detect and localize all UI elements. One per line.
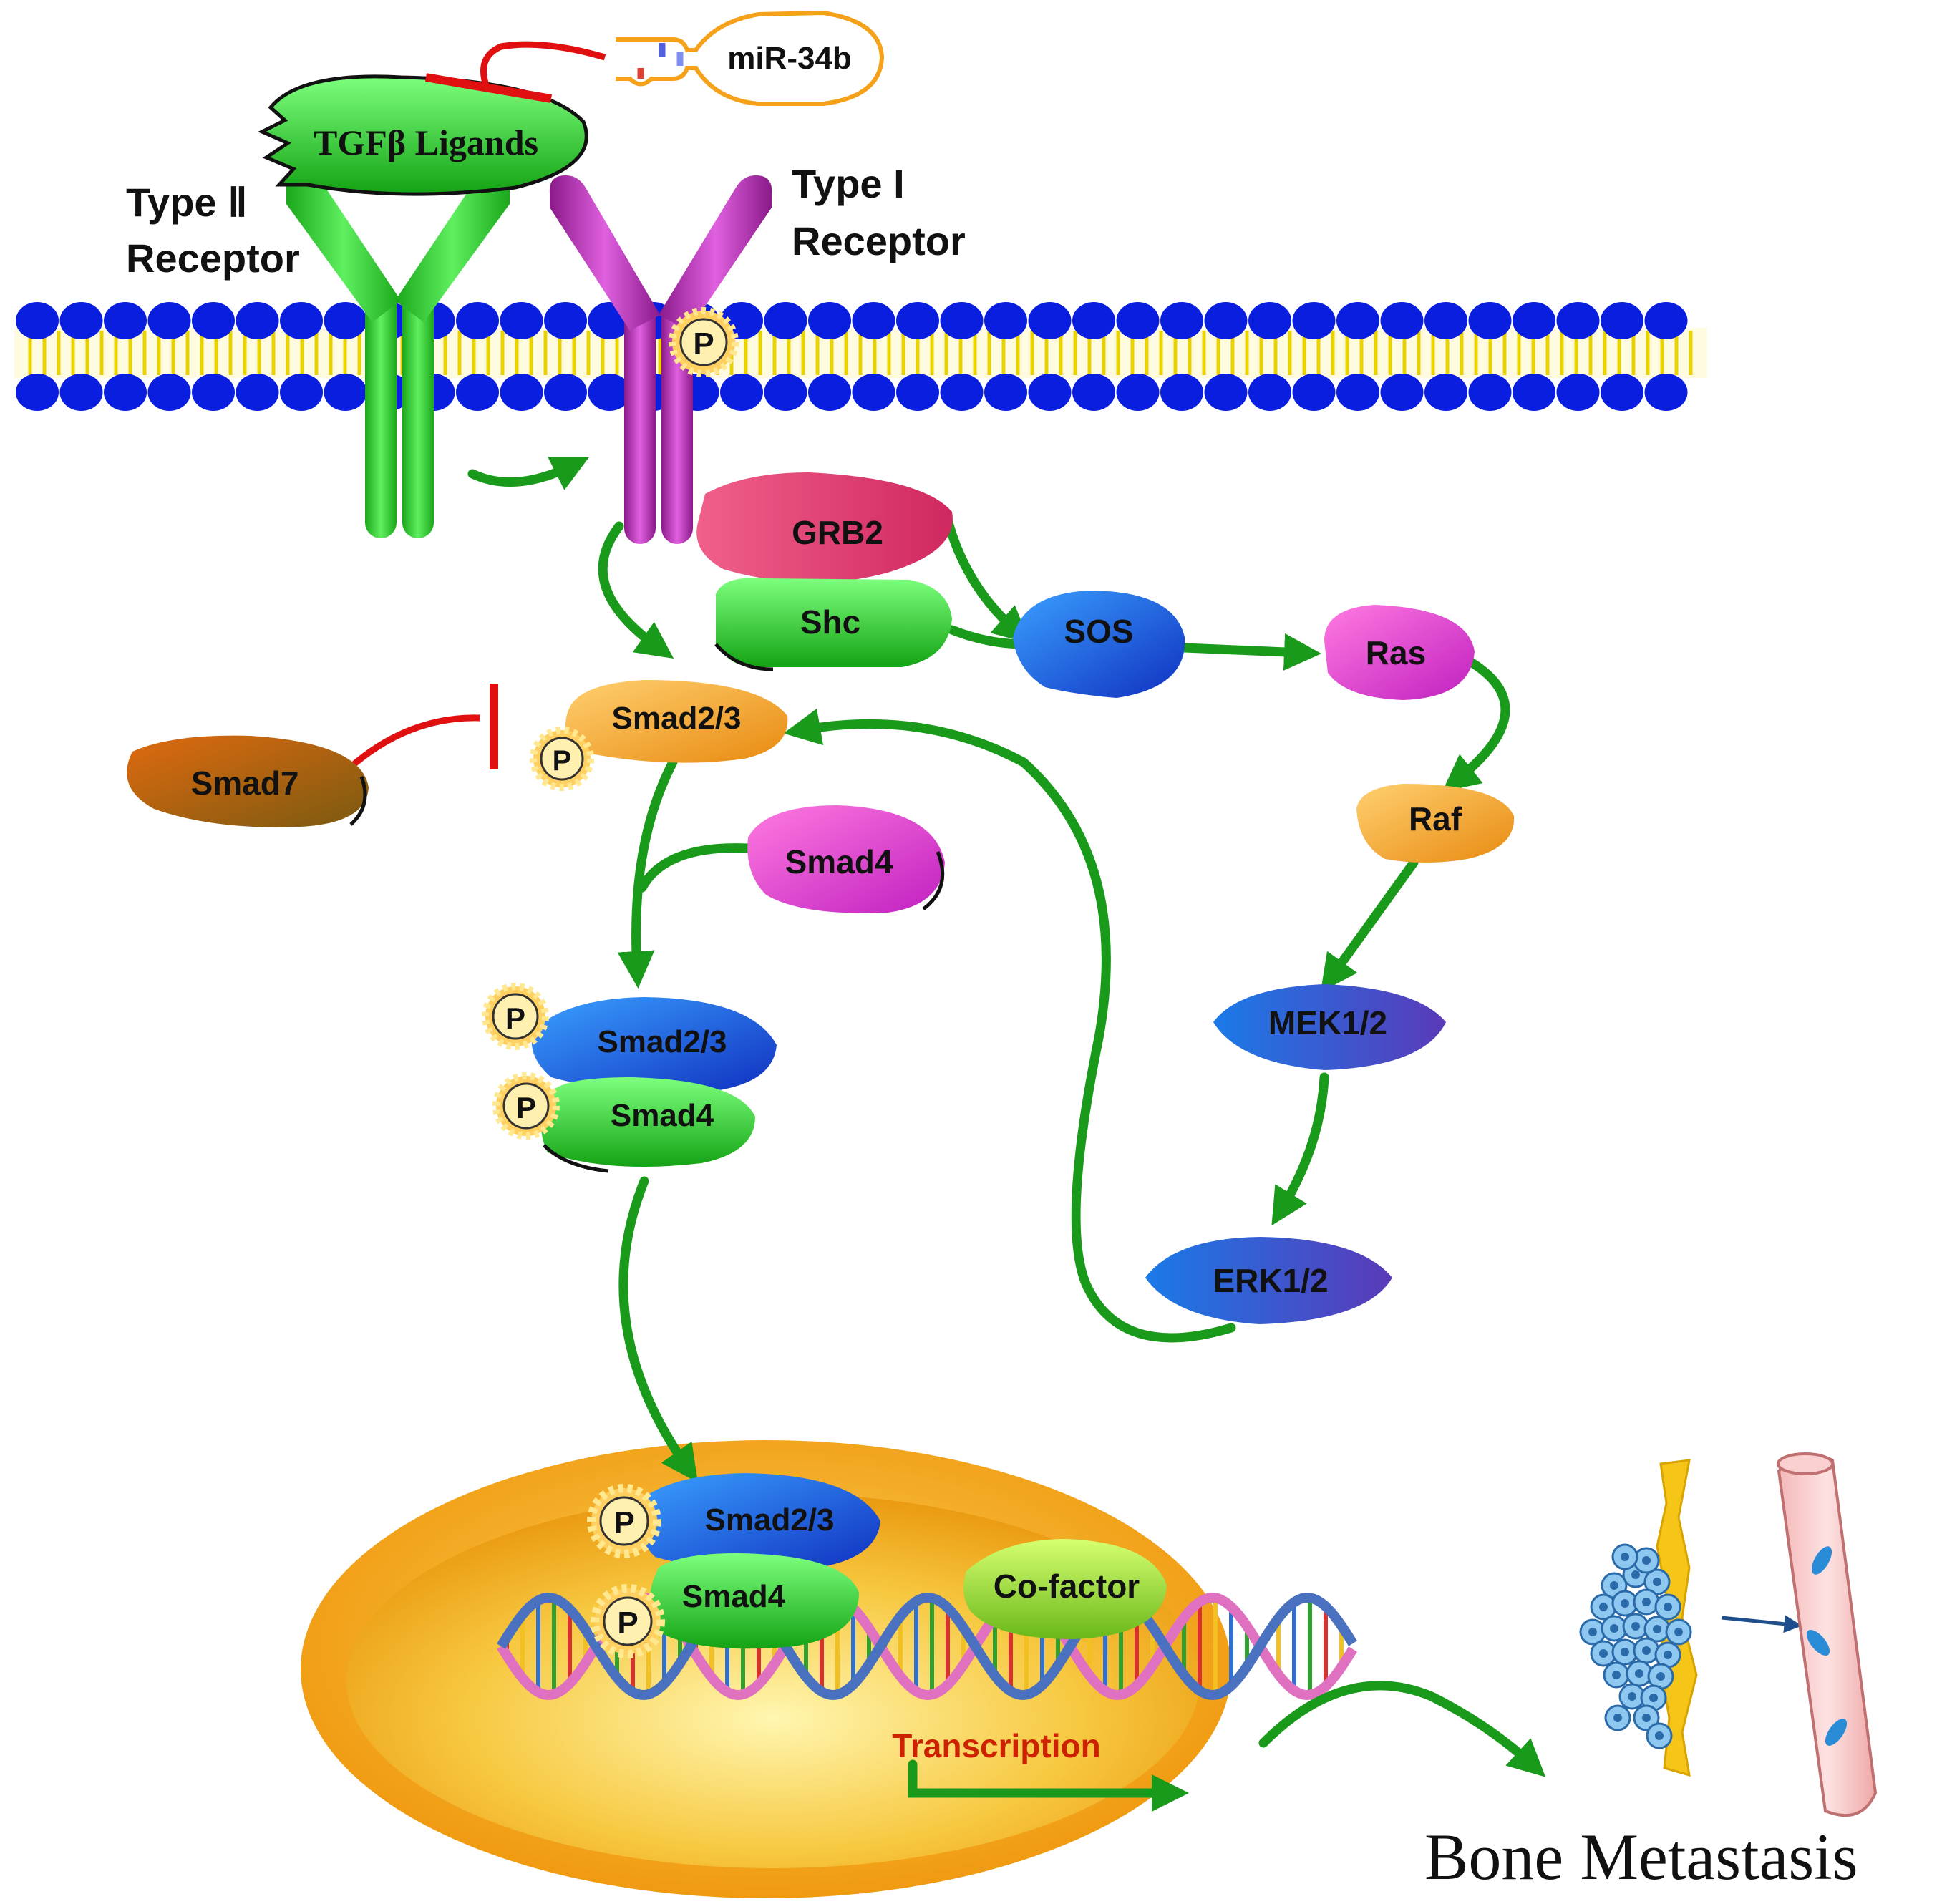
- arrow-grb2-to-sos: [943, 518, 1031, 644]
- bone-metastasis-label: Bone Metastasis: [1424, 1820, 1858, 1893]
- type2-receptor-label-line2: Receptor: [126, 235, 300, 281]
- mek-label: MEK1/2: [1268, 1004, 1387, 1041]
- sos-protein: SOS: [1013, 591, 1185, 698]
- sos-label: SOS: [1064, 613, 1133, 650]
- arrow-to-bone-metastasis: [1258, 1681, 1546, 1777]
- smad7-inhibition-line: [334, 684, 498, 783]
- phospho-label: P: [693, 326, 714, 361]
- phospho-label: P: [613, 1505, 634, 1540]
- arrow-type2-to-type1: [467, 457, 590, 490]
- raf-label: Raf: [1409, 800, 1462, 837]
- activation-arrows: [467, 457, 1546, 1812]
- cofactor-protein: Co-factor: [963, 1539, 1167, 1639]
- arrow-complex-to-nucleus: [618, 1176, 698, 1483]
- tumor-cell-cluster: [1579, 1543, 1692, 1749]
- shc-protein: Shc: [714, 578, 952, 671]
- erk-protein: ERK1/2: [1145, 1237, 1392, 1324]
- transcription-label: Transcription: [892, 1727, 1100, 1764]
- smad23-cytoplasmic-label: Smad2/3: [612, 701, 742, 736]
- mek-protein: MEK1/2: [1213, 984, 1446, 1070]
- type2-receptor-label-line1: Type Ⅱ: [126, 180, 248, 225]
- smad4-free-label: Smad4: [785, 843, 893, 880]
- mirna-hairpin: miR-34b: [616, 10, 885, 106]
- grb2-protein: GRB2: [696, 472, 953, 583]
- complex-smad4-label: Smad4: [611, 1098, 714, 1133]
- phospho-label: P: [505, 1001, 525, 1035]
- smad23-cytoplasmic: Smad2/3 P: [530, 680, 788, 791]
- nucleus-smad4-label: Smad4: [682, 1579, 786, 1614]
- cofactor-label: Co-factor: [994, 1568, 1140, 1605]
- type1-receptor-label-line2: Receptor: [792, 218, 966, 263]
- arrow-receptor-to-smad23: [598, 521, 674, 659]
- type1-receptor-label-line1: Type I: [792, 161, 905, 206]
- nucleus-smad23-label: Smad2/3: [705, 1502, 835, 1538]
- cell-membrane: [14, 302, 1707, 411]
- phospho-label: P: [617, 1606, 638, 1641]
- phospho-label: P: [553, 745, 572, 777]
- grb2-label: GRB2: [792, 514, 883, 551]
- arrow-sos-to-ras: [1180, 633, 1321, 671]
- arrow-smad4-join: [637, 843, 753, 893]
- smad7-label: Smad7: [191, 764, 299, 802]
- erk-label: ERK1/2: [1213, 1262, 1328, 1299]
- arrow-raf-to-mek: [1320, 858, 1419, 993]
- complex-smad23-label: Smad2/3: [598, 1024, 727, 1059]
- phospho-label: P: [516, 1091, 536, 1125]
- phospho-badge-receptor: P: [669, 307, 739, 377]
- smad4-free: Smad4: [747, 805, 945, 913]
- smad7-protein: Smad7: [127, 735, 369, 827]
- raf-protein: Raf: [1356, 784, 1515, 863]
- smad-complex-cytoplasm: Smad2/3 Smad4 P P: [482, 983, 777, 1173]
- arrow-mek-to-erk: [1271, 1072, 1329, 1226]
- ligand-label: TGFβ Ligands: [314, 122, 538, 162]
- arrow-smad23-to-complex: [617, 757, 678, 989]
- ras-protein: Ras: [1324, 605, 1475, 700]
- tgfb-ligand: TGFβ Ligands: [258, 74, 588, 196]
- bone-metastasis-illustration: [1579, 1452, 1878, 1817]
- mirna-label: miR-34b: [727, 41, 852, 76]
- arrow-transcription: [908, 1759, 1189, 1812]
- ras-label: Ras: [1366, 634, 1426, 671]
- arrow-ras-to-raf: [1442, 657, 1510, 792]
- mirna-inhibition-line: [424, 41, 606, 103]
- shc-label: Shc: [800, 603, 860, 641]
- type2-receptor: [286, 170, 510, 538]
- arrow-erk-to-smad23: [783, 708, 1236, 1343]
- smad-complex-nucleus: Smad2/3 Smad4 P P: [587, 1473, 880, 1658]
